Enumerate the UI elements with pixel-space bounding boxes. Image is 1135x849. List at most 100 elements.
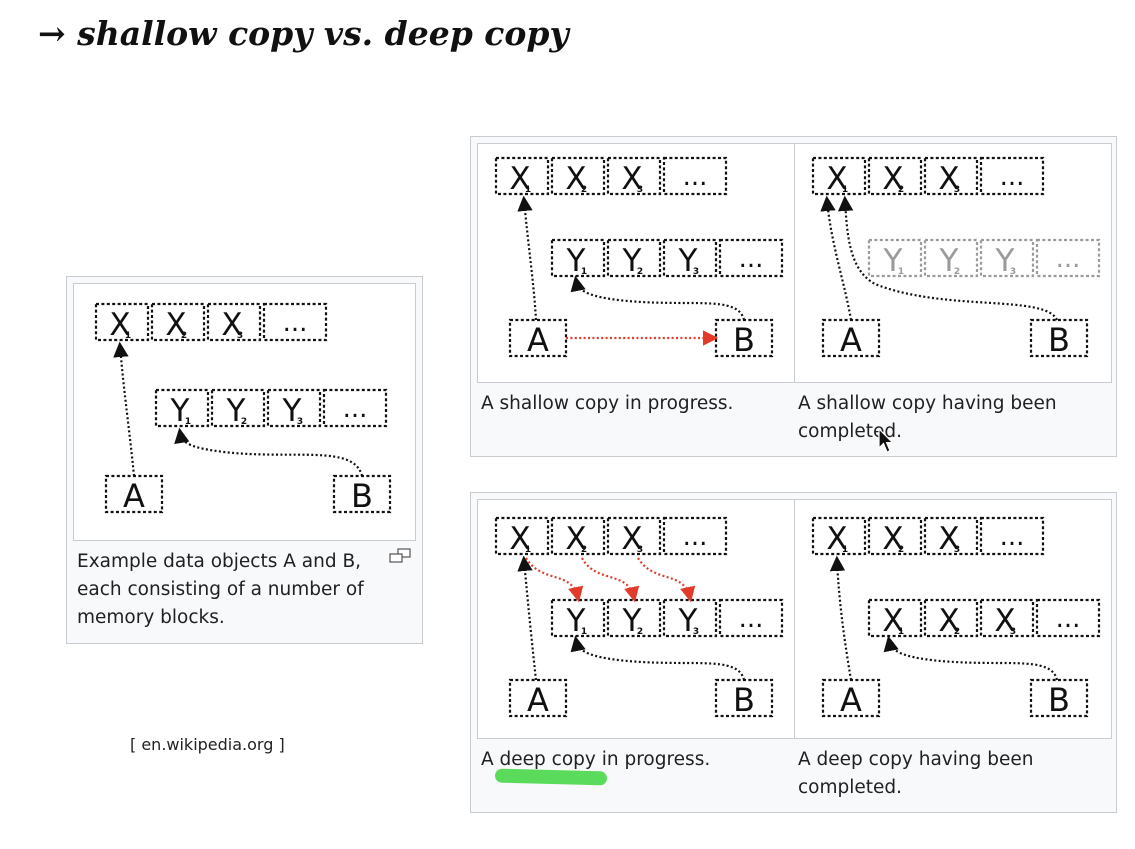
object-a: A: [821, 318, 881, 359]
x-block-1: X1: [811, 156, 867, 197]
pointer-b: [837, 195, 1058, 321]
svg-text:1: 1: [185, 417, 191, 427]
svg-text:Y: Y: [282, 393, 302, 429]
svg-text:2: 2: [181, 331, 187, 341]
svg-text:1: 1: [898, 627, 904, 637]
x-block-3: X3: [606, 516, 662, 557]
svg-text:3: 3: [954, 545, 960, 555]
x-block-1: X1: [94, 302, 150, 343]
svg-text:3: 3: [297, 417, 303, 427]
svg-text:X: X: [621, 521, 642, 557]
page-title: → shallow copy vs. deep copy: [38, 14, 569, 53]
svg-text:1: 1: [525, 545, 531, 555]
svg-text:2: 2: [637, 267, 643, 277]
svg-text:X: X: [509, 161, 530, 197]
x-block-1: X1: [494, 516, 550, 557]
svg-text:3: 3: [637, 185, 643, 195]
svg-text:...: ...: [1056, 244, 1081, 274]
svg-text:Y: Y: [622, 243, 642, 279]
x-block-2: X2: [550, 516, 606, 557]
x-copy-block-2: X2: [923, 598, 979, 639]
x-block-3: X3: [206, 302, 262, 343]
svg-text:...: ...: [283, 308, 308, 338]
svg-text:Y: Y: [170, 393, 190, 429]
svg-text:2: 2: [954, 267, 960, 277]
svg-text:A: A: [840, 681, 862, 719]
pointer-a: [517, 195, 538, 321]
x-block-ellipsis: ...: [979, 516, 1045, 556]
x-block-1: X1: [811, 516, 867, 557]
x-block-2: X2: [150, 302, 206, 343]
svg-text:Y: Y: [226, 393, 246, 429]
x-block-ellipsis: ...: [262, 302, 328, 342]
svg-text:2: 2: [241, 417, 247, 427]
svg-text:X: X: [826, 521, 847, 557]
svg-text:1: 1: [525, 185, 531, 195]
svg-text:X: X: [994, 603, 1015, 639]
svg-text:B: B: [1048, 681, 1070, 719]
svg-text:X: X: [621, 161, 642, 197]
svg-text:2: 2: [954, 627, 960, 637]
x-block-3: X3: [606, 156, 662, 197]
svg-text:...: ...: [1056, 604, 1081, 634]
svg-text:B: B: [733, 321, 755, 359]
svg-text:X: X: [165, 307, 186, 343]
svg-text:X: X: [938, 603, 959, 639]
svg-text:...: ...: [1000, 522, 1025, 552]
x-block-3: X3: [923, 156, 979, 197]
y-block-2: Y2: [210, 388, 266, 429]
svg-text:X: X: [826, 161, 847, 197]
pointer-b: [570, 275, 746, 321]
pointer-b: [883, 635, 1059, 681]
x-copy-block-ellipsis: ...: [1035, 598, 1101, 638]
svg-text:2: 2: [581, 545, 587, 555]
magnify-icon[interactable]: [388, 548, 412, 564]
svg-text:Y: Y: [678, 603, 698, 639]
shallow-done-caption: A shallow copy having been completed.: [798, 393, 1057, 442]
pointer-a: [113, 341, 136, 477]
svg-text:B: B: [733, 681, 755, 719]
x-copy-block-1: X1: [867, 598, 923, 639]
y-block-3: Y3: [662, 598, 718, 639]
svg-text:Y: Y: [566, 603, 586, 639]
object-b: B: [1029, 678, 1089, 719]
svg-text:2: 2: [581, 185, 587, 195]
y-block-ellipsis: ...: [718, 598, 784, 638]
x-block-2: X2: [867, 156, 923, 197]
pointer-a: [517, 555, 538, 681]
svg-text:1: 1: [842, 185, 848, 195]
svg-text:3: 3: [637, 545, 643, 555]
y-block-ellipsis: ...: [322, 388, 388, 428]
svg-text:Y: Y: [566, 243, 586, 279]
y-block-1: Y1: [154, 388, 210, 429]
mouse-cursor-icon: [878, 428, 894, 453]
svg-text:X: X: [882, 603, 903, 639]
svg-text:...: ...: [739, 604, 764, 634]
svg-text:Y: Y: [883, 243, 903, 279]
x-block-ellipsis: ...: [979, 156, 1045, 196]
svg-text:X: X: [882, 521, 903, 557]
pointer-a: [829, 555, 853, 681]
svg-text:...: ...: [739, 244, 764, 274]
y-block-1: Y1: [550, 598, 606, 639]
svg-text:2: 2: [898, 545, 904, 555]
svg-text:Y: Y: [939, 243, 959, 279]
svg-text:B: B: [1048, 321, 1070, 359]
copy-arrow-1: [525, 557, 584, 603]
copy-arrow-3: [637, 557, 696, 603]
svg-text:Y: Y: [678, 243, 698, 279]
x-copy-block-3: X3: [979, 598, 1035, 639]
svg-text:X: X: [565, 521, 586, 557]
svg-text:X: X: [565, 161, 586, 197]
svg-text:1: 1: [125, 331, 131, 341]
x-block-2: X2: [867, 516, 923, 557]
